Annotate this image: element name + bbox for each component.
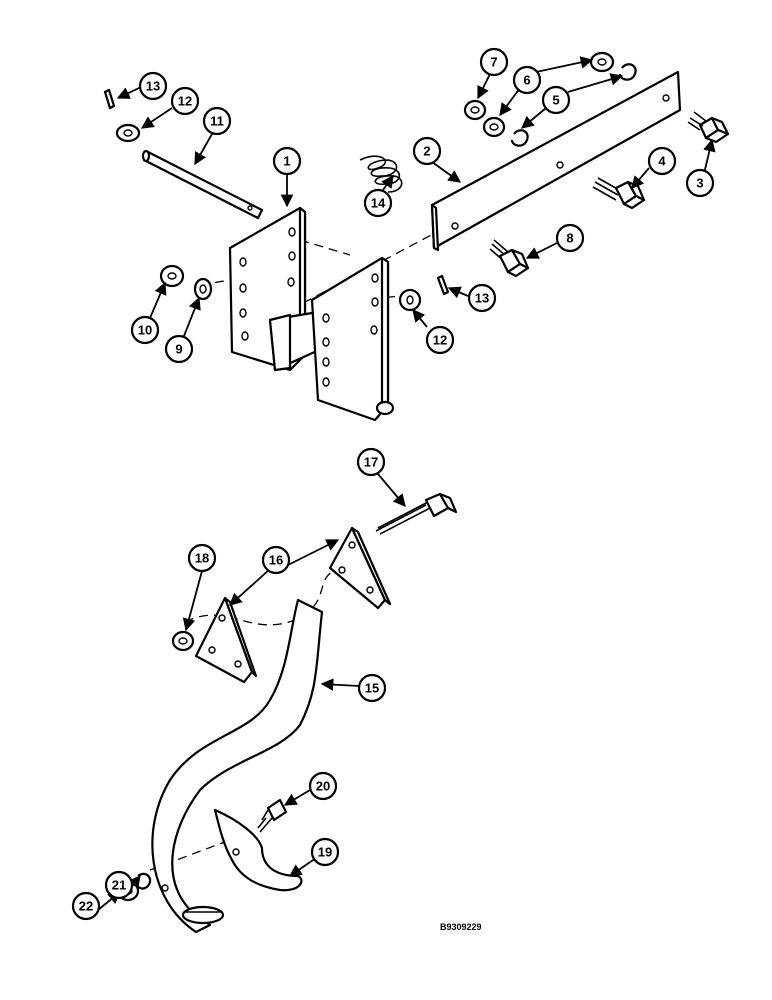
callout-label: 15 [365,681,379,696]
callout-8: 8 [555,223,585,253]
callout-label: 4 [658,154,666,169]
lockwasher-5-left [510,129,529,147]
plate-16-right [328,526,392,610]
washer-9 [193,277,213,301]
callout-18: 18 [187,543,217,573]
callout-label: 16 [269,553,283,568]
callout-9: 9 [164,334,194,364]
callout-19: 19 [310,837,340,867]
callout-label: 22 [79,899,93,914]
callout-label: 9 [175,342,182,357]
nut-6-left [482,116,506,138]
callout-label: 1 [283,154,290,169]
nut-18 [171,630,195,652]
callout-13-top: 13 [138,71,168,101]
callout-label: 14 [371,196,386,211]
callout-3: 3 [685,168,715,198]
shank-15 [151,598,324,934]
cotter-pin-13-top [103,88,116,110]
callout-6: 6 [512,65,542,95]
callout-2: 2 [412,136,442,166]
nut-7 [463,99,487,121]
callout-label: 3 [696,176,703,191]
callout-label: 7 [490,55,497,70]
reference-code: B9309229 [440,922,482,932]
bolt-8 [489,239,530,278]
callout-4: 4 [647,146,677,176]
callout-label: 2 [423,144,430,159]
nut-6-right [589,51,615,73]
sweep-19 [213,808,303,892]
callout-16: 16 [261,545,291,575]
bracket-1 [228,206,395,422]
bolt-4 [592,177,646,210]
callout-7: 7 [479,47,509,77]
callout-label: 21 [112,878,126,893]
callout-14: 14 [363,188,393,218]
callout-21: 21 [104,870,134,900]
spring-14 [359,155,403,193]
callout-label: 18 [195,551,209,566]
callout-22: 22 [71,891,101,921]
callout-11: 11 [202,106,232,136]
callout-label: 5 [552,93,559,108]
callout-label: 12 [433,333,447,348]
lockwasher-5-right [618,63,637,81]
callout-1: 1 [272,146,302,176]
bolt-17 [375,492,458,535]
callout-label: 8 [566,231,573,246]
callout-label: 13 [146,79,160,94]
callout-20: 20 [308,771,338,801]
plate-16-left [194,596,258,684]
callout-label: 6 [523,73,530,88]
callout-label: 12 [178,94,192,109]
callout-12-top: 12 [170,86,200,116]
cotter-pin-13-right [436,274,450,296]
bolt-3 [687,111,730,144]
callout-label: 20 [316,779,330,794]
callout-12-right: 12 [425,325,455,355]
callout-13-right: 13 [467,283,497,313]
bolt-20 [257,798,288,833]
callout-5: 5 [541,85,571,115]
callout-label: 13 [475,291,489,306]
callout-17: 17 [356,447,386,477]
callout-label: 19 [318,845,332,860]
callout-label: 11 [210,114,224,129]
callout-label: 10 [138,323,152,338]
nut-10 [159,264,185,288]
callout-10: 10 [130,315,160,345]
bar-2 [430,70,682,252]
pin-11 [141,149,264,220]
washer-12-right [398,288,422,312]
callout-15: 15 [357,673,387,703]
callout-label: 17 [364,455,378,470]
